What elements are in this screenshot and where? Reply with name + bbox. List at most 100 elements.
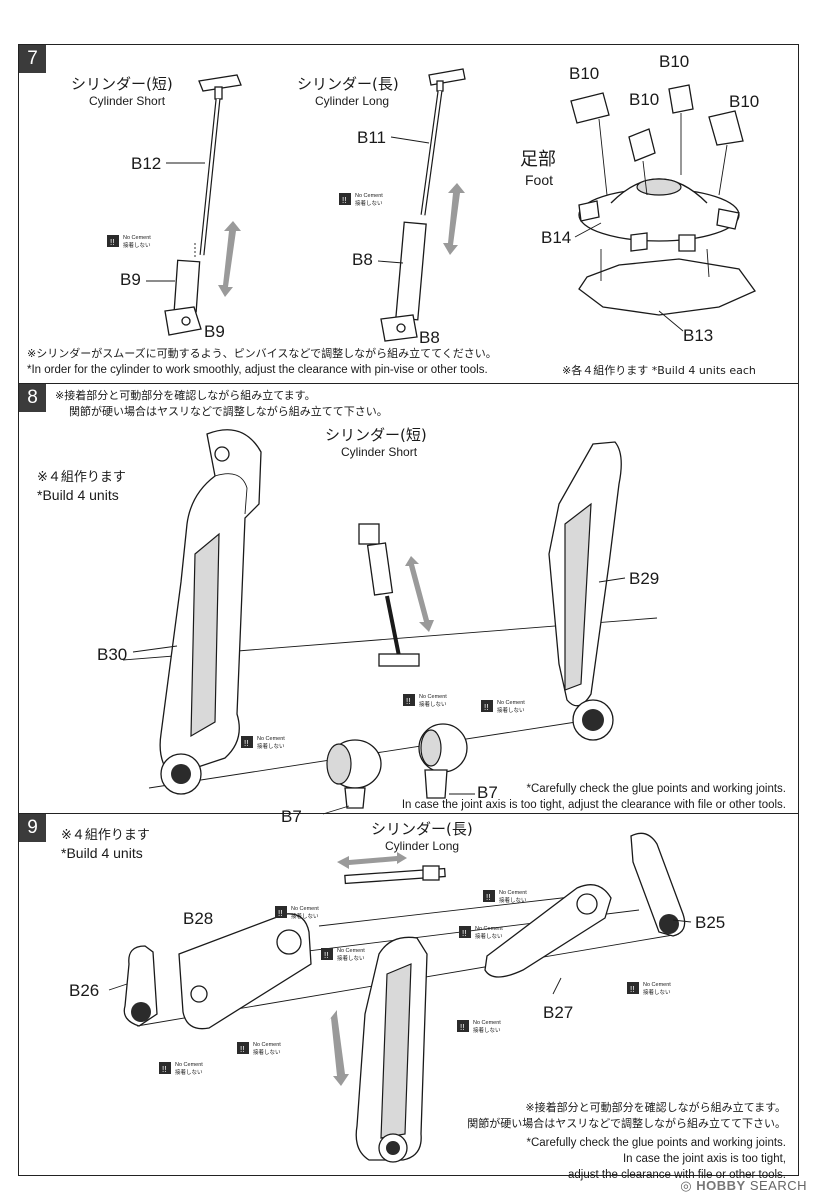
svg-text:接着しない: 接着しない xyxy=(175,1068,203,1076)
cylinder-short-part xyxy=(358,523,420,667)
part-label-b30: B30 xyxy=(97,645,127,664)
no-cement-badge: !! No Cement 接着しない xyxy=(107,235,151,249)
no-cement-badge: !! No Cement 接着しない xyxy=(627,982,671,996)
step-8-note-jp-2: 関節が硬い場合はヤスリなどで調整しながら組み立てて下さい。 xyxy=(69,405,388,418)
foot-b13-plate xyxy=(578,258,756,316)
step-number: 9 xyxy=(19,814,46,842)
step-8-units-jp: ※４組作ります xyxy=(37,470,126,485)
part-label-b9b: B9 xyxy=(204,322,225,341)
svg-text:!!: !! xyxy=(630,985,634,994)
part-b27 xyxy=(484,884,612,978)
svg-text:!!: !! xyxy=(460,1023,464,1032)
part-label-b10a: B10 xyxy=(569,64,599,83)
step-9-note-en-2: In case the joint axis is too tight, xyxy=(622,1153,786,1165)
cylinder-long-part xyxy=(380,68,466,342)
svg-text:!!: !! xyxy=(462,929,466,938)
foot-label-jp: 足部 xyxy=(520,149,556,170)
svg-text:接着しない: 接着しない xyxy=(253,1048,281,1056)
svg-text:!!: !! xyxy=(486,893,490,902)
part-b26 xyxy=(123,945,158,1027)
no-cement-badge: !! No Cement 接着しない xyxy=(459,926,503,940)
svg-text:接着しない: 接着しない xyxy=(643,988,671,996)
part-label-b11: B11 xyxy=(357,128,386,147)
part-label-b7b: B7 xyxy=(477,783,498,802)
cylinder-long-part xyxy=(344,865,446,885)
svg-text:!!: !! xyxy=(240,1045,244,1054)
move-arrow-icon xyxy=(443,183,465,255)
no-cement-badge: !! No Cement 接着しない xyxy=(339,193,383,207)
part-label-b14: B14 xyxy=(541,228,571,247)
part-label-b8b: B8 xyxy=(419,328,440,347)
no-cement-badge: !! No Cement 接着しない xyxy=(237,1042,281,1056)
part-label-b28: B28 xyxy=(183,909,213,928)
svg-text:接着しない: 接着しない xyxy=(337,954,365,962)
step-8-note-en-1: *Carefully check the glue points and wor… xyxy=(526,783,786,795)
no-cement-badge: !! No Cement 接着しない xyxy=(457,1020,501,1034)
step-9-note-jp-2: 関節が硬い場合はヤスリなどで調整しながら組み立てて下さい。 xyxy=(467,1117,786,1130)
no-cement-badge: !! No Cement 接着しない xyxy=(483,890,527,904)
part-label-b29: B29 xyxy=(629,569,659,588)
part-b25 xyxy=(630,832,686,937)
part-label-b9a: B9 xyxy=(120,270,141,289)
svg-text:No Cement: No Cement xyxy=(257,736,285,742)
part-label-b10c: B10 xyxy=(629,90,659,109)
svg-text:!!: !! xyxy=(244,739,248,748)
svg-text:!!: !! xyxy=(162,1065,166,1074)
move-arrow-icon xyxy=(218,221,241,297)
part-b7-a xyxy=(326,739,382,809)
cylinder-long-en: Cylinder Long xyxy=(385,839,459,853)
no-cement-badge: !! No Cement 接着しない xyxy=(159,1062,203,1076)
part-label-b10d: B10 xyxy=(729,92,759,111)
cylinder-long-jp: シリンダー(長) xyxy=(297,75,399,93)
svg-text:No Cement: No Cement xyxy=(499,890,527,896)
step-number: 7 xyxy=(19,45,46,73)
svg-text:!!: !! xyxy=(406,697,410,706)
svg-text:!!: !! xyxy=(342,196,346,205)
step-9-note-en-3: adjust the clearance with file or other … xyxy=(568,1169,786,1181)
svg-text:接着しない: 接着しない xyxy=(499,896,527,904)
svg-text:接着しない: 接着しない xyxy=(123,241,151,249)
step-8-illustration: シリンダー(短) Cylinder Short B30 xyxy=(97,426,659,826)
svg-text:接着しない: 接着しない xyxy=(475,932,503,940)
cylinder-short-part xyxy=(164,74,242,336)
no-cement-badge: !! No Cement 接着しない xyxy=(321,948,365,962)
foot-b14-dome xyxy=(578,178,740,252)
cylinder-long-en: Cylinder Long xyxy=(315,94,389,108)
move-arrow-icon xyxy=(329,1010,349,1086)
no-cement-badge: !! No Cement 接着しない xyxy=(241,736,285,750)
svg-text:No Cement: No Cement xyxy=(497,700,525,706)
move-arrow-icon xyxy=(337,852,407,869)
step-8-panel: 8 ※接着部分と可動部分を確認しながら組み立てます。 関節が硬い場合はヤスリなど… xyxy=(19,384,798,826)
part-label-b13: B13 xyxy=(683,326,713,345)
step-9-note-en-1: *Carefully check the glue points and wor… xyxy=(526,1137,786,1149)
svg-text:No Cement: No Cement xyxy=(291,906,319,912)
foot-label-en: Foot xyxy=(525,172,553,188)
svg-text:接着しない: 接着しない xyxy=(419,700,447,708)
step-7-panel: 7 シリンダー(短) Cylinder Short B12 B9 B9 xyxy=(19,45,798,384)
hobby-search-watermark: ◎ HOBBY SEARCH xyxy=(680,1178,807,1193)
svg-text:No Cement: No Cement xyxy=(175,1062,203,1068)
svg-text:接着しない: 接着しない xyxy=(355,199,383,207)
no-cement-badge: !! No Cement 接着しない xyxy=(481,700,525,714)
cylinder-short-jp: シリンダー(短) xyxy=(71,75,173,93)
part-label-b12: B12 xyxy=(131,154,161,173)
svg-text:接着しない: 接着しない xyxy=(473,1026,501,1034)
leg-b29-part xyxy=(548,441,622,741)
no-cement-badge: !! No Cement 接着しない xyxy=(403,694,447,708)
svg-text:!!: !! xyxy=(324,951,328,960)
cylinder-short-jp: シリンダー(短) xyxy=(325,426,427,444)
svg-text:!!: !! xyxy=(278,909,282,918)
svg-text:No Cement: No Cement xyxy=(123,235,151,241)
svg-text:接着しない: 接着しない xyxy=(291,912,319,920)
step-9-units-en: *Build 4 units xyxy=(61,845,143,861)
svg-text:No Cement: No Cement xyxy=(253,1042,281,1048)
step-7-note-jp: ※シリンダーがスムーズに可動するよう、ピンバイスなどで調整しながら組み立ててくだ… xyxy=(27,347,497,360)
cylinder-long-jp: シリンダー(長) xyxy=(371,820,473,838)
part-b28 xyxy=(178,913,312,1030)
step-8-note-jp-1: ※接着部分と可動部分を確認しながら組み立てます。 xyxy=(55,389,316,402)
part-label-b10b: B10 xyxy=(659,52,689,71)
leg-upper-part xyxy=(355,936,428,1163)
step-9-illustration: シリンダー(長) Cylinder Long B26 xyxy=(69,820,725,1163)
svg-text:No Cement: No Cement xyxy=(337,948,365,954)
step-9-note-jp-1: ※接着部分と可動部分を確認しながら組み立てます。 xyxy=(525,1101,786,1114)
